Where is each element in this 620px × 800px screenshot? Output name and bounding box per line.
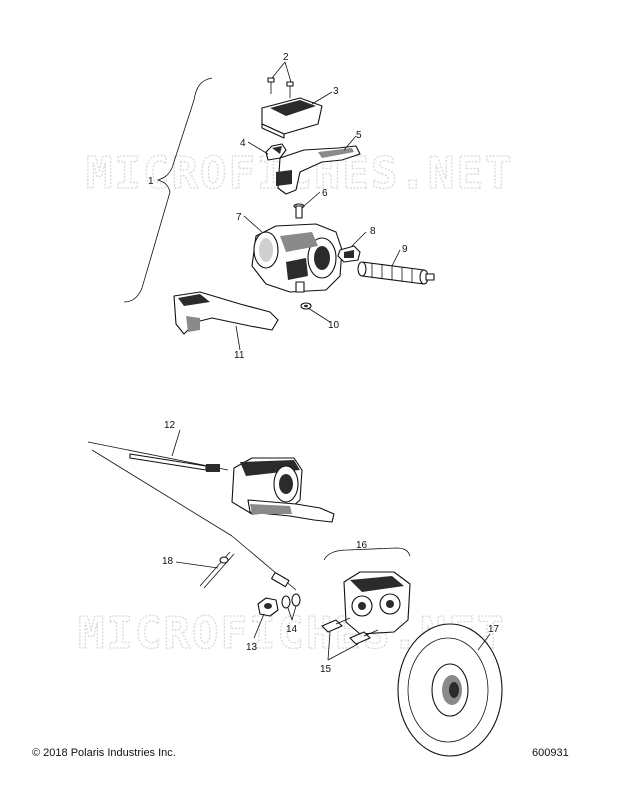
block-part-8 — [337, 245, 361, 263]
washers-part-14 — [281, 593, 301, 621]
bleeder-part-18 — [175, 551, 235, 589]
pin-part-6 — [293, 203, 305, 219]
cover-part-3 — [261, 97, 323, 139]
lever-part-5 — [276, 145, 361, 195]
screw-part-2 — [267, 77, 294, 98]
callout-18: 18 — [162, 556, 174, 567]
callout-11: 11 — [234, 350, 245, 361]
callout-13: 13 — [246, 642, 258, 653]
brake-disc-part-17 — [397, 623, 503, 757]
washer-part-10 — [300, 302, 312, 310]
upper-leader-lines — [235, 61, 401, 351]
assembly-bracket — [123, 77, 213, 303]
callout-12: 12 — [164, 420, 176, 431]
callout-6: 6 — [322, 188, 328, 199]
callout-7: 7 — [236, 212, 242, 223]
brake-lever-part-11 — [173, 291, 279, 335]
callout-1: 1 — [148, 176, 154, 187]
bolts-part-15 — [321, 617, 379, 661]
assembled-master-cylinder — [231, 457, 335, 523]
piston-part-9 — [357, 261, 435, 285]
caliper-part-16 — [323, 547, 411, 635]
copyright-notice: © 2018 Polaris Industries Inc. — [32, 747, 176, 759]
callout-17: 17 — [488, 624, 500, 635]
callout-2: 2 — [283, 52, 289, 63]
banjo-bolt-part-13 — [253, 597, 279, 639]
clip-part-4 — [265, 143, 287, 161]
hose-fitting — [271, 571, 290, 588]
drawing-number: 600931 — [532, 747, 569, 759]
callout-16: 16 — [356, 540, 368, 551]
callout-10: 10 — [328, 320, 340, 331]
master-cylinder-part-7 — [251, 223, 343, 293]
callout-9: 9 — [402, 244, 408, 255]
callout-4: 4 — [240, 138, 246, 149]
callout-14: 14 — [286, 624, 298, 635]
callout-labels: 1 2 3 4 5 6 7 8 9 10 11 12 13 14 15 16 1… — [148, 52, 500, 675]
callout-15: 15 — [320, 664, 332, 675]
callout-8: 8 — [370, 226, 376, 237]
callout-5: 5 — [356, 130, 362, 141]
callout-3: 3 — [333, 86, 339, 97]
brake-line-part-12 — [129, 429, 220, 472]
